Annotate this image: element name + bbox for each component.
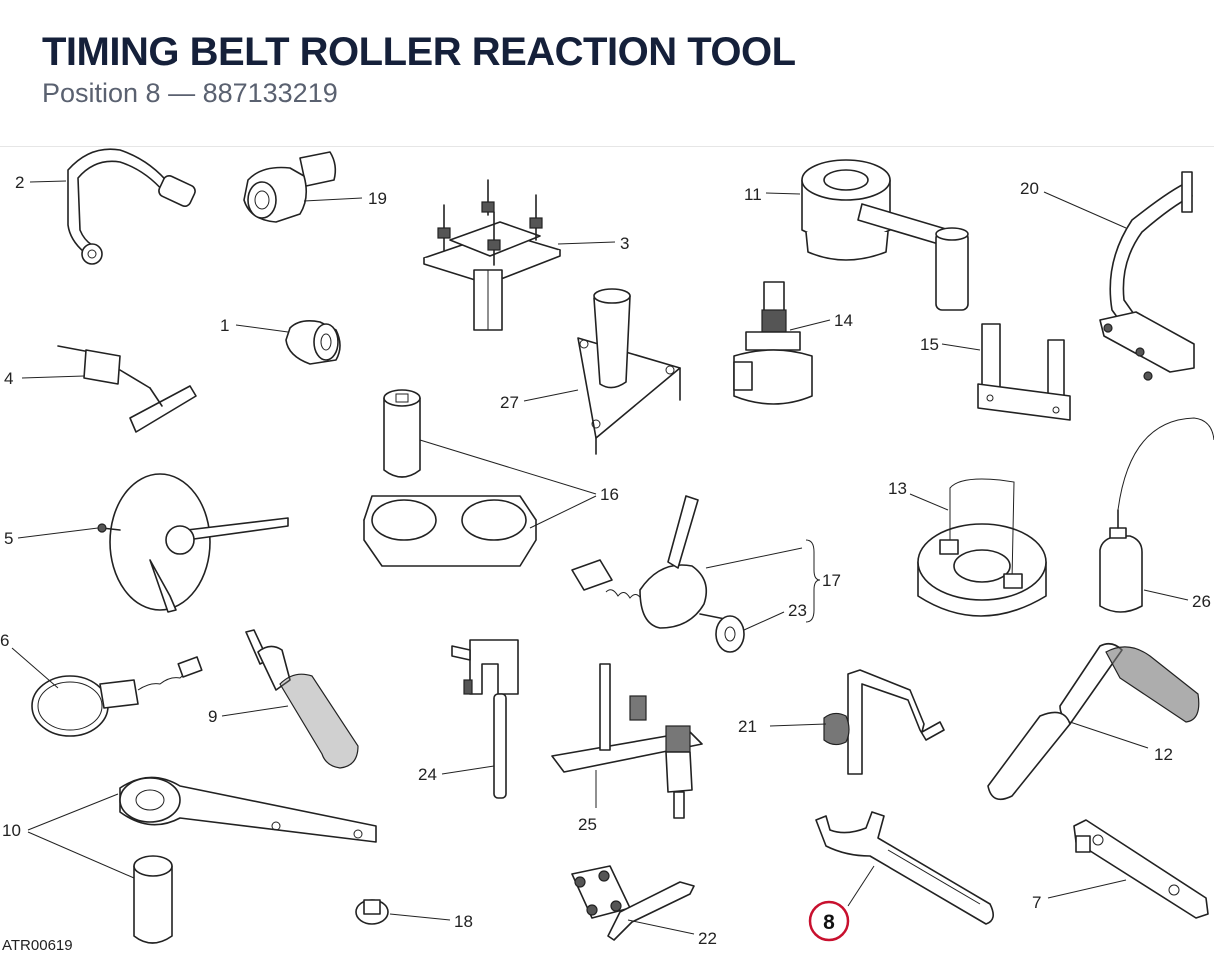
tool-1-drawing — [285, 320, 341, 365]
callout-18: 18 — [454, 912, 473, 931]
header-divider — [0, 146, 1214, 147]
page-title: TIMING BELT ROLLER REACTION TOOL — [42, 30, 796, 74]
tool-23-drawing — [715, 615, 745, 653]
callout-10: 10 — [2, 821, 21, 840]
tool-10-drawing — [119, 776, 377, 944]
callout-7: 7 — [1032, 893, 1041, 912]
callout-27: 27 — [500, 393, 519, 412]
callout-13: 13 — [888, 479, 907, 498]
tool-9-drawing — [245, 629, 359, 769]
tool-5-drawing — [97, 473, 289, 613]
callout-11: 11 — [744, 185, 762, 204]
tool-18-drawing — [355, 899, 389, 925]
tool-12-drawing — [987, 642, 1200, 801]
tool-15-drawing — [977, 323, 1071, 421]
tool-11-drawing — [801, 159, 969, 311]
tool-24-drawing — [451, 639, 519, 799]
callout-24: 24 — [418, 765, 437, 784]
tool-26-drawing — [1099, 417, 1214, 613]
tool-7-drawing — [1073, 819, 1209, 919]
callout-5: 5 — [4, 529, 13, 548]
callout-2: 2 — [15, 173, 24, 192]
tool-22-drawing — [571, 865, 695, 941]
tool-19-drawing — [243, 151, 337, 223]
callout-17: 17 — [822, 571, 841, 590]
callout-21: 21 — [738, 717, 757, 736]
tool-8-drawing — [815, 811, 994, 925]
tool-2-drawing — [67, 148, 196, 265]
callout-23: 23 — [788, 601, 807, 620]
callout-9: 9 — [208, 707, 217, 726]
tool-14-drawing — [733, 281, 813, 405]
tool-20-drawing — [1099, 171, 1195, 381]
tool-21-drawing — [823, 669, 945, 775]
reference-code: ATR00619 — [2, 937, 73, 954]
tool-25-drawing — [551, 663, 703, 819]
callout-1: 1 — [220, 316, 229, 335]
header: TIMING BELT ROLLER REACTION TOOL Positio… — [42, 28, 796, 110]
callout-3: 3 — [620, 234, 629, 253]
tool-17-drawing — [571, 495, 731, 629]
tool-27-drawing — [577, 288, 681, 455]
callout-16: 16 — [600, 485, 619, 504]
tool-16-drawing — [363, 389, 537, 567]
callout-26: 26 — [1192, 592, 1211, 611]
callout-15: 15 — [920, 335, 939, 354]
callout-25: 25 — [578, 815, 597, 834]
tool-13-drawing — [917, 478, 1047, 617]
callout-19: 19 — [368, 189, 387, 208]
callout-6: 6 — [0, 631, 9, 650]
callout-8: 8 — [823, 911, 835, 934]
callout-12: 12 — [1154, 745, 1173, 764]
highlight-callout-ring — [808, 900, 850, 942]
tool-6-drawing — [31, 656, 203, 737]
callout-22: 22 — [698, 929, 717, 948]
page-subtitle: Position 8 — 887133219 — [42, 78, 338, 108]
callout-4: 4 — [4, 369, 13, 388]
tool-4-drawing — [57, 345, 197, 433]
callout-14: 14 — [834, 311, 853, 330]
tool-3-drawing — [423, 179, 561, 331]
callout-20: 20 — [1020, 179, 1039, 198]
